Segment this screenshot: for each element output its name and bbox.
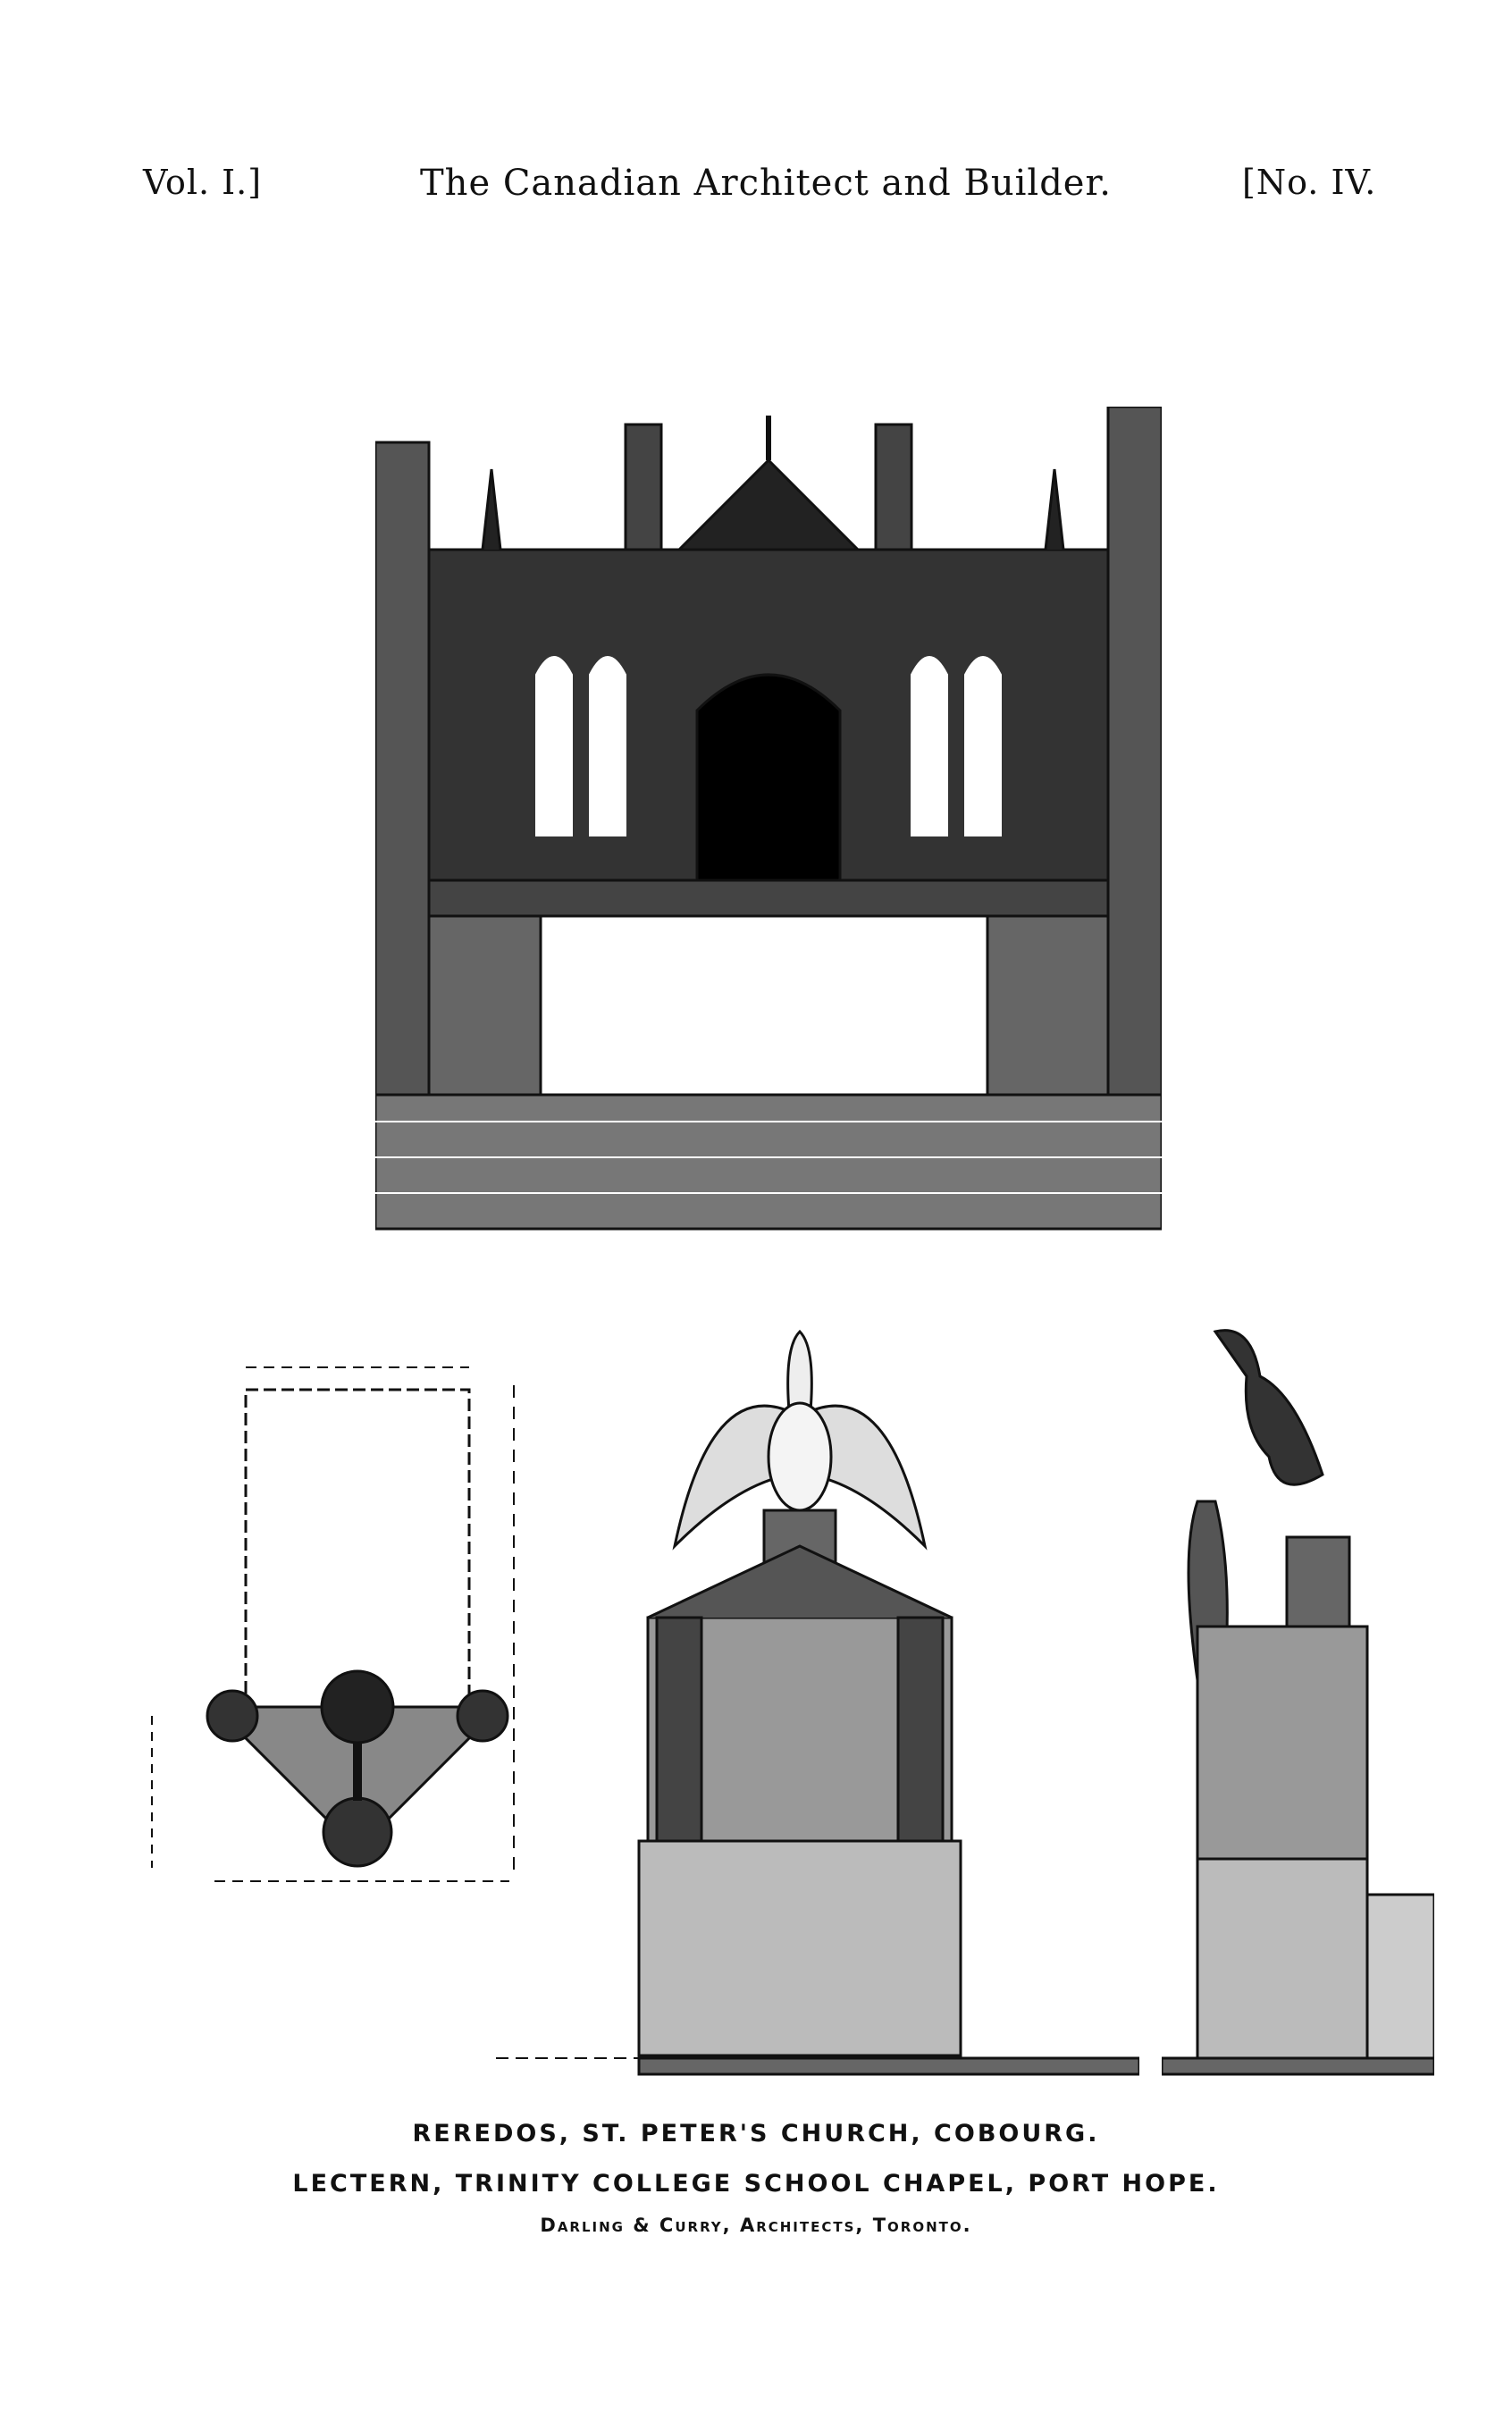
caption-reredos: REREDOS, ST. PETER'S CHURCH, COBOURG. [412,2120,1100,2148]
caption-lectern: LECTERN, TRINITY COLLEGE SCHOOL CHAPEL, … [292,2170,1220,2198]
journal-title: The Canadian Architect and Builder. [420,163,1112,204]
lectern-side-drawing [1162,1329,1434,2076]
caption-architects: Darling & Curry, Architects, Toronto. [540,2215,972,2236]
lectern-elevation-drawing [496,1329,1139,2076]
lectern-plan-drawing [151,1366,515,1882]
issue-number: [No. IV. [1242,163,1377,202]
reredos-illustration [375,407,1162,1231]
volume-label: Vol. I.] [143,163,263,202]
